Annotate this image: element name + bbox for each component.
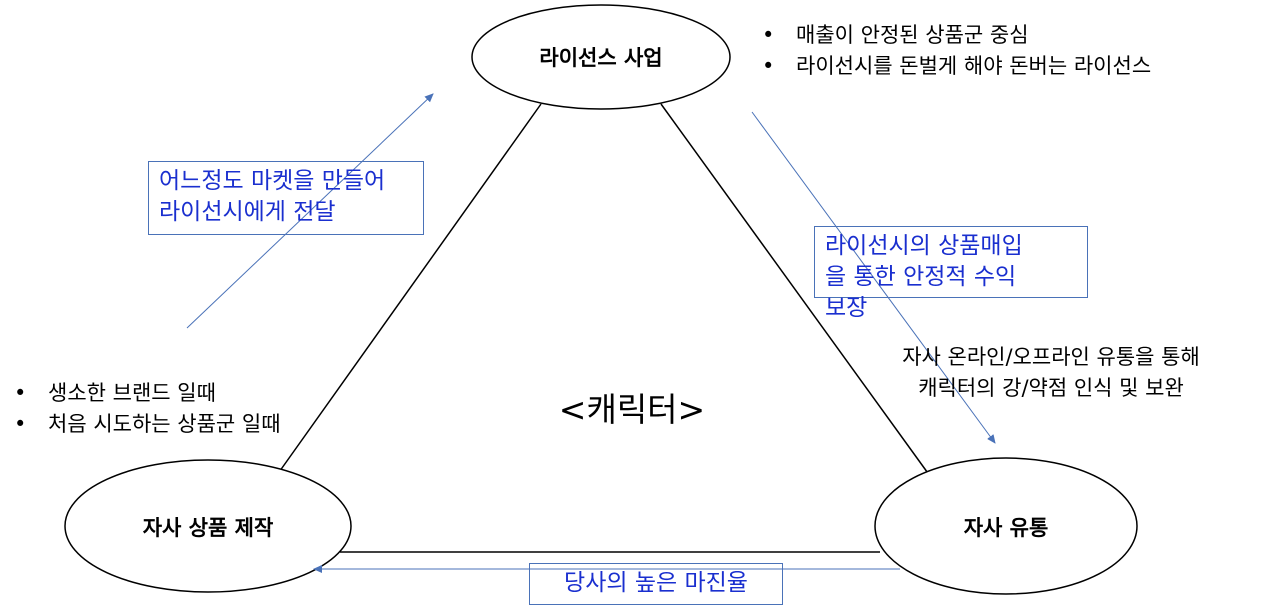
center-label: <캐릭터> — [558, 390, 706, 429]
box-right-to-left: 당사의 높은 마진율 — [529, 563, 783, 605]
arrow-top-to-right — [751, 111, 996, 444]
box-right-to-left-line: 당사의 높은 마진율 — [564, 570, 748, 596]
left-notes-list: 생소한 브랜드 일때 처음 시도하는 상품군 일때 — [14, 378, 281, 440]
right-note-line: 캐릭터의 강/약점 인식 및 보완 — [918, 376, 1184, 400]
node-left-label: 자사 상품 제작 — [142, 516, 274, 540]
left-note-item: 생소한 브랜드 일때 — [14, 378, 281, 409]
node-left-ellipse — [64, 459, 352, 593]
box-left-to-top-line: 라이선시에게 전달 — [159, 199, 336, 225]
box-top-to-right-line: 보장 — [825, 295, 868, 321]
node-top-ellipse — [471, 4, 731, 110]
arrow-left-to-top — [186, 93, 434, 329]
node-right-ellipse — [874, 457, 1138, 595]
box-left-to-top-line: 어느정도 마켓을 만들어 — [159, 168, 386, 194]
right-notes: 자사 온라인/오프라인 유통을 통해 캐릭터의 강/약점 인식 및 보완 — [852, 342, 1250, 404]
node-right-label: 자사 유통 — [963, 516, 1049, 540]
top-notes-list: 매출이 안정된 상품군 중심 라이선시를 돈벌게 해야 돈버는 라이선스 — [762, 20, 1151, 82]
box-top-to-right-line: 라이선시의 상품매입 — [825, 233, 1023, 259]
top-note-item: 라이선시를 돈벌게 해야 돈버는 라이선스 — [762, 51, 1151, 82]
edge-top-right — [660, 103, 931, 477]
box-left-to-top: 어느정도 마켓을 만들어 라이선시에게 전달 — [148, 161, 424, 235]
box-top-to-right: 라이선시의 상품매입 을 통한 안정적 수익 보장 — [814, 226, 1088, 321]
edge-top-left — [276, 103, 542, 476]
box-top-to-right-line: 을 통한 안정적 수익 — [825, 264, 1017, 290]
left-note-item: 처음 시도하는 상품군 일때 — [14, 409, 281, 440]
right-note-line: 자사 온라인/오프라인 유통을 통해 — [902, 345, 1200, 369]
node-top-label: 라이선스 사업 — [539, 46, 663, 70]
top-note-item: 매출이 안정된 상품군 중심 — [762, 20, 1151, 51]
